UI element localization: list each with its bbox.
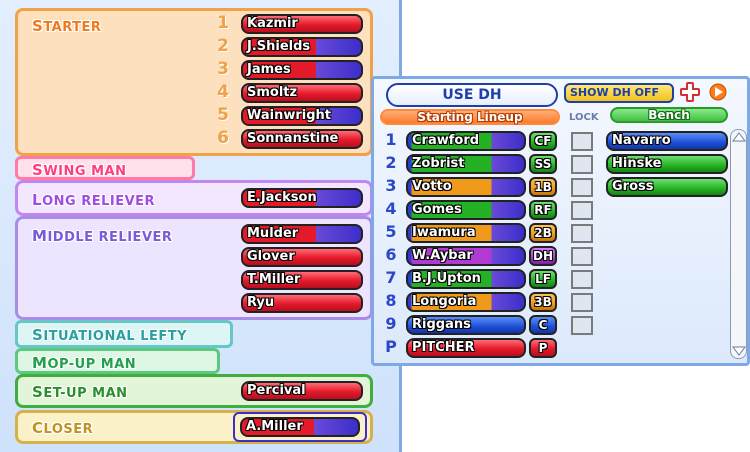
position-badge[interactable]: 1B — [529, 177, 557, 197]
middle-reliever-player[interactable]: Glover — [241, 247, 363, 267]
starter-slot-number: 3 — [217, 59, 229, 79]
batter-name[interactable]: Longoria — [406, 292, 526, 312]
plus-icon[interactable] — [680, 82, 700, 102]
position-badge[interactable]: 3B — [529, 292, 557, 312]
batter-name[interactable]: PITCHER — [406, 338, 526, 358]
batting-order-number: P — [385, 337, 397, 356]
closer-selection-frame — [233, 412, 367, 442]
batting-order-number: 5 — [385, 222, 397, 241]
bench-player[interactable]: Hinske — [606, 154, 728, 174]
batting-order-number: 9 — [385, 314, 397, 333]
starter-slot-number: 1 — [217, 13, 229, 33]
starter-slot-number: 4 — [217, 82, 229, 102]
starter-player[interactable]: Kazmir — [241, 14, 363, 34]
lock-checkbox[interactable] — [571, 293, 593, 312]
closer-label: Closer — [32, 419, 94, 437]
batter-name[interactable]: Votto — [406, 177, 526, 197]
lock-checkbox[interactable] — [571, 224, 593, 243]
batter-name[interactable]: Iwamura — [406, 223, 526, 243]
middle-reliever-label: Middle Reliever — [32, 227, 173, 245]
position-badge[interactable]: SS — [529, 154, 557, 174]
lock-header: LOCK — [569, 112, 599, 123]
swing-man-group: Swing Man — [15, 156, 195, 180]
starter-player[interactable]: J.Shields — [241, 37, 363, 57]
long-reliever-player[interactable]: E.Jackson — [241, 188, 363, 208]
batting-order-number: 7 — [385, 268, 397, 287]
middle-reliever-player[interactable]: Mulder — [241, 224, 363, 244]
batter-name[interactable]: W.Aybar — [406, 246, 526, 266]
starter-player[interactable]: Sonnanstine — [241, 129, 363, 149]
mop-up-man-label: Mop-up Man — [32, 354, 137, 372]
bench-player[interactable]: Navarro — [606, 131, 728, 151]
position-badge[interactable]: 2B — [529, 223, 557, 243]
lock-checkbox[interactable] — [571, 247, 593, 266]
bench-header: Bench — [610, 107, 728, 123]
batting-order-number: 1 — [385, 130, 397, 149]
starter-player[interactable]: Wainwright — [241, 106, 363, 126]
starter-slot-number: 5 — [217, 105, 229, 125]
set-up-man-player[interactable]: Percival — [241, 381, 363, 401]
lock-checkbox[interactable] — [571, 132, 593, 151]
situational-lefty-label: Situational Lefty — [32, 326, 188, 344]
starter-label: Starter — [32, 17, 102, 35]
mop-up-man-group: Mop-up Man — [15, 348, 220, 374]
scroll-down-icon[interactable] — [732, 346, 746, 356]
right-arrow-icon[interactable] — [708, 82, 728, 102]
position-badge[interactable]: DH — [529, 246, 557, 266]
batting-order-number: 4 — [385, 199, 397, 218]
starting-lineup-header: Starting Lineup — [380, 109, 560, 125]
batting-order-number: 2 — [385, 153, 397, 172]
scroll-up-icon[interactable] — [732, 132, 746, 142]
lock-checkbox[interactable] — [571, 201, 593, 220]
batting-order-number: 6 — [385, 245, 397, 264]
bench-player[interactable]: Gross — [606, 177, 728, 197]
position-badge[interactable]: RF — [529, 200, 557, 220]
position-badge[interactable]: CF — [529, 131, 557, 151]
situational-lefty-group: Situational Lefty — [15, 320, 233, 348]
use-dh-button[interactable]: USE DH — [386, 83, 558, 107]
position-badge[interactable]: P — [529, 338, 557, 358]
batter-name[interactable]: Crawford — [406, 131, 526, 151]
long-reliever-label: Long Reliever — [32, 191, 156, 209]
position-badge[interactable]: C — [529, 315, 557, 335]
starter-player[interactable]: Smoltz — [241, 83, 363, 103]
batting-order-number: 3 — [385, 176, 397, 195]
starter-player[interactable]: James — [241, 60, 363, 80]
bench-scrollbar[interactable] — [730, 129, 747, 359]
batting-order-number: 8 — [385, 291, 397, 310]
closer-player[interactable]: A.Miller — [240, 417, 360, 437]
position-badge[interactable]: LF — [529, 269, 557, 289]
set-up-man-label: Set-up Man — [32, 383, 128, 401]
show-dh-toggle[interactable]: SHOW DH OFF — [564, 83, 674, 103]
batter-name[interactable]: Zobrist — [406, 154, 526, 174]
lock-checkbox[interactable] — [571, 155, 593, 174]
lock-checkbox[interactable] — [571, 270, 593, 289]
batter-name[interactable]: Riggans — [406, 315, 526, 335]
pitching-staff-panel: Starter 1Kazmir2J.Shields3James4Smoltz5W… — [0, 0, 402, 452]
starter-slot-number: 6 — [217, 128, 229, 148]
lineup-panel: USE DH SHOW DH OFF Starting Lineup LOCK … — [371, 76, 750, 366]
middle-reliever-player[interactable]: Ryu — [241, 293, 363, 313]
lock-checkbox[interactable] — [571, 316, 593, 335]
batter-name[interactable]: B.J.Upton — [406, 269, 526, 289]
lock-checkbox[interactable] — [571, 178, 593, 197]
starter-slot-number: 2 — [217, 36, 229, 56]
swing-man-label: Swing Man — [32, 161, 127, 179]
middle-reliever-player[interactable]: T.Miller — [241, 270, 363, 290]
batter-name[interactable]: Gomes — [406, 200, 526, 220]
